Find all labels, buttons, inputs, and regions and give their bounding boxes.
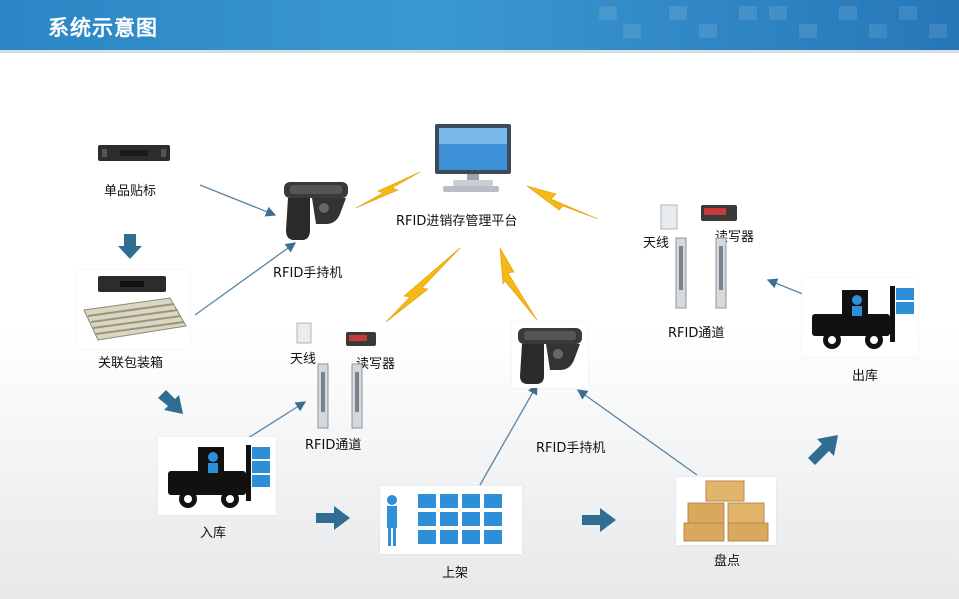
label-inventory: 盘点 xyxy=(714,554,741,569)
rfid-handheld-icon xyxy=(284,182,348,240)
outbound-card xyxy=(802,278,918,356)
reader-icon xyxy=(346,332,376,346)
label-antenna-right: 天线 xyxy=(643,236,670,251)
flow-arrow-right xyxy=(582,508,616,532)
rfid-gate-icon xyxy=(675,237,727,309)
label-platform: RFID进销存管理平台 xyxy=(396,214,518,229)
flow-arrow-up-right xyxy=(808,435,838,465)
label-single-tag: 单品贴标 xyxy=(104,184,157,199)
arrow-tag-to-handheld xyxy=(199,184,277,217)
label-channel-mid: RFID通道 xyxy=(305,438,362,453)
header-divider xyxy=(0,50,959,53)
computer-monitor-icon xyxy=(435,124,511,192)
reader-icon xyxy=(701,205,737,221)
arrow-inbound-to-channel xyxy=(244,401,307,441)
forklift-icon xyxy=(812,286,914,349)
inbound-card xyxy=(158,437,276,515)
arrow-shelving-to-handheld xyxy=(479,383,538,486)
lightning-icon xyxy=(499,247,538,321)
package-box-icon xyxy=(83,276,187,341)
lightning-icon xyxy=(526,185,599,220)
rfid-gate-icon xyxy=(317,363,363,429)
boxes-icon xyxy=(683,480,769,542)
flow-arrow-diag xyxy=(158,390,183,414)
header-decoration xyxy=(599,6,947,38)
antenna-icon xyxy=(660,204,678,230)
flow-arrow-right xyxy=(316,506,350,530)
label-package-box: 关联包装箱 xyxy=(98,356,164,371)
lightning-icon xyxy=(355,171,421,209)
label-outbound: 出库 xyxy=(852,369,879,384)
forklift-icon xyxy=(168,445,270,508)
lightning-icon xyxy=(385,247,461,323)
shelving-icon xyxy=(387,494,502,546)
rfid-handheld-icon xyxy=(518,328,582,384)
flow-arrow-down xyxy=(118,234,142,259)
arrow-box-to-handheld xyxy=(194,242,297,316)
label-handheld-mid: RFID手持机 xyxy=(536,441,606,456)
label-shelving: 上架 xyxy=(442,566,469,581)
label-inbound: 入库 xyxy=(200,526,227,541)
antenna-icon xyxy=(296,322,312,344)
page-title: 系统示意图 xyxy=(48,16,158,40)
label-antenna-mid: 天线 xyxy=(290,352,317,367)
arrow-inventory-to-handheld xyxy=(576,389,698,476)
header-bar: 系统示意图 xyxy=(0,0,959,50)
label-reader-mid: 读写器 xyxy=(356,357,396,372)
handheld-mid-card xyxy=(512,322,588,388)
inventory-card xyxy=(676,477,776,545)
package-box-card xyxy=(76,270,190,348)
shelving-card xyxy=(380,486,522,554)
rfid-tag-icon xyxy=(98,145,170,161)
label-handheld-top: RFID手持机 xyxy=(273,266,343,281)
label-channel-right: RFID通道 xyxy=(668,326,725,341)
